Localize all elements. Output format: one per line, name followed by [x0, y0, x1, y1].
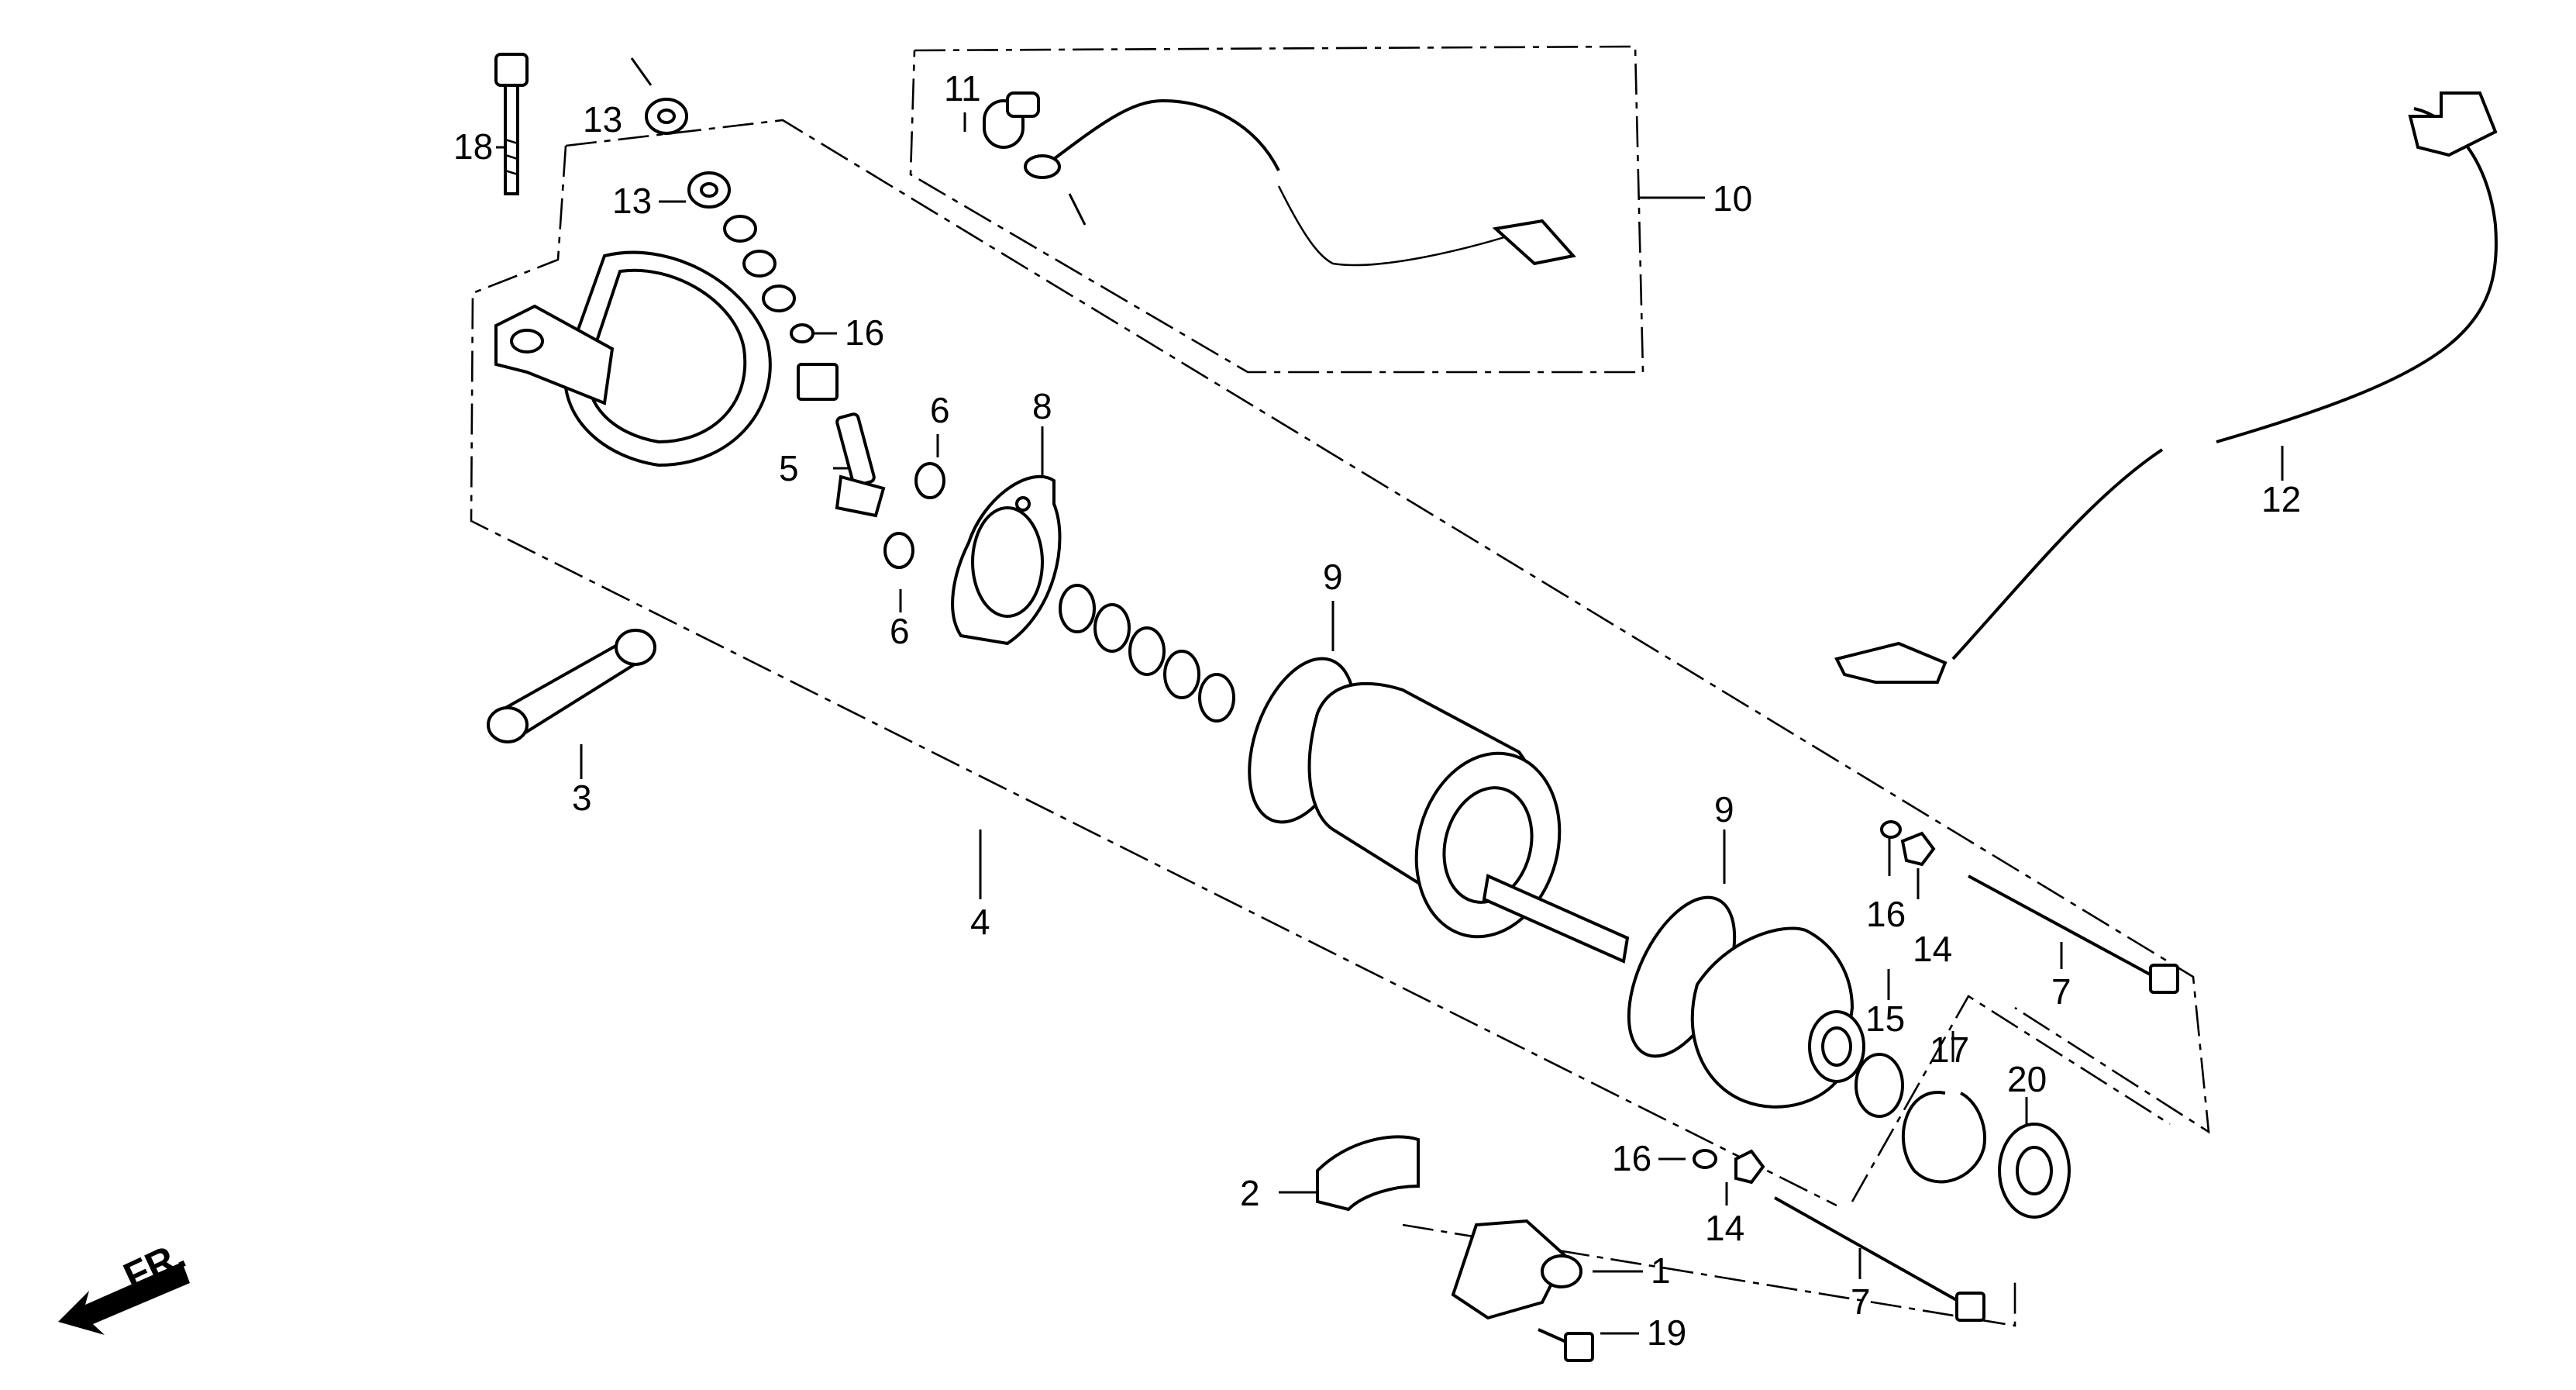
front-direction-arrow-icon [58, 1262, 190, 1335]
label-part-3: 3 [572, 778, 592, 818]
brush-terminal-5-shape [835, 412, 886, 518]
label-part-18: 18 [453, 126, 493, 167]
label-part-13-upper: 13 [583, 99, 622, 140]
bolt-19-shape [1538, 1328, 1594, 1362]
brush-spring-6-shapes [883, 462, 945, 569]
label-part-7-lower: 7 [1851, 1281, 1871, 1322]
label-part-14-lower: 14 [1705, 1208, 1744, 1248]
front-cover-shape [1690, 926, 1865, 1109]
label-part-11: 11 [944, 68, 981, 109]
link-arm-3-shape [487, 629, 656, 743]
part-drawings [58, 53, 2498, 1362]
label-part-19: 19 [1647, 1312, 1686, 1353]
small-washer-nut-shapes [1693, 820, 1936, 1185]
label-part-6-upper: 6 [930, 390, 950, 430]
washer-stack-top [723, 215, 839, 401]
rubber-pad-2-shape [1316, 1135, 1420, 1212]
ground-cable-12-shape [1834, 91, 2498, 684]
label-part-1: 1 [1651, 1250, 1671, 1291]
shim-washers [1059, 584, 1235, 723]
label-part-16-top: 16 [845, 312, 884, 353]
label-part-7-upper: 7 [2051, 971, 2071, 1012]
label-part-6-lower: 6 [890, 611, 910, 651]
label-part-4: 4 [970, 902, 990, 942]
assembly-boundaries [470, 45, 2210, 1327]
label-part-10: 10 [1713, 178, 1752, 219]
nut-13-shapes [645, 98, 731, 209]
label-part-17: 17 [1930, 1030, 1969, 1070]
bolt-18-shape [494, 53, 529, 195]
label-part-16-bottom: 16 [1612, 1138, 1651, 1178]
starter-cable-10-shape [1024, 98, 1576, 267]
label-part-15: 15 [1865, 999, 1905, 1039]
leader-lines [496, 57, 2284, 1335]
rear-cover-shape [494, 250, 772, 467]
long-bolt-7-shapes [1774, 874, 2179, 1322]
label-part-8: 8 [1032, 386, 1052, 426]
part-labels: 1 2 3 4 5 6 6 7 7 8 9 9 10 11 12 13 13 1… [117, 68, 2301, 1353]
label-part-2: 2 [1240, 1173, 1260, 1213]
brush-holder-8-shape [951, 474, 1062, 646]
label-part-13-lower: 13 [612, 181, 652, 221]
label-part-9-right: 9 [1714, 789, 1734, 830]
label-part-12: 12 [2261, 479, 2301, 519]
o-ring-15-shape [1855, 1053, 1904, 1118]
yoke-armature-shape [1307, 681, 1630, 964]
label-part-9-left: 9 [1323, 557, 1343, 597]
bearing-20-shape [1998, 1123, 2071, 1219]
label-part-5: 5 [779, 448, 799, 488]
bracket-1-shape [1451, 1219, 1582, 1320]
label-part-20: 20 [2007, 1059, 2047, 1099]
terminal-cap-11-shape [983, 91, 1040, 149]
circlip-17-shape [1902, 1091, 1986, 1184]
label-part-16-right: 16 [1866, 894, 1906, 934]
label-part-14-upper: 14 [1913, 929, 1952, 969]
